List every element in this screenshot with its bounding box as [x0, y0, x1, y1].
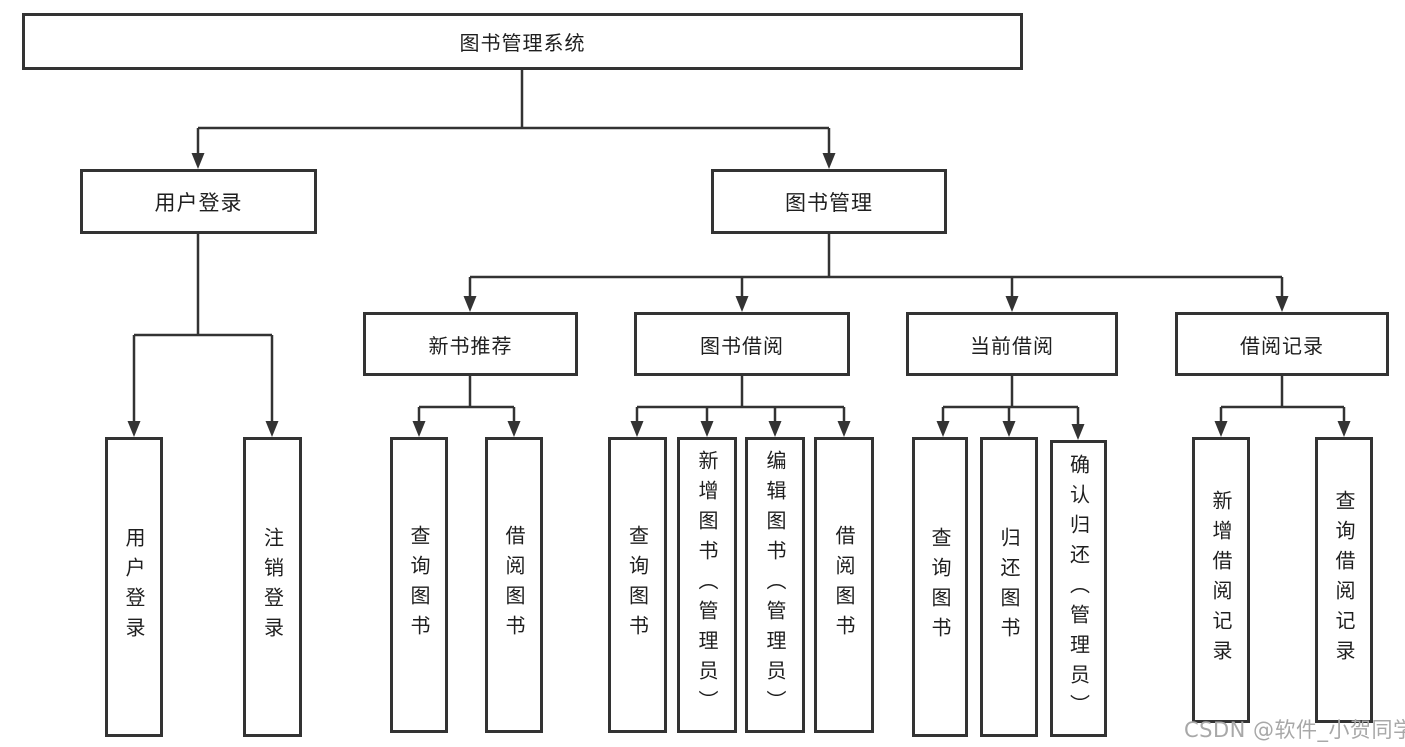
node-label: 当前借阅: [970, 333, 1054, 358]
node-label: 借阅图书: [502, 525, 526, 645]
node-label: 查询借阅记录: [1332, 490, 1356, 670]
node-label: 新增图书（管理员）: [695, 450, 719, 720]
leaf-br-add-record: 新增借阅记录: [1192, 437, 1250, 723]
node-label: 归还图书: [997, 527, 1021, 647]
arrowheads: [127, 153, 1351, 440]
node-label: 借阅记录: [1240, 333, 1324, 358]
connector-paths: [132, 70, 1346, 426]
node-book-borrowing: 图书借阅: [634, 312, 850, 376]
node-label: 查询图书: [928, 527, 952, 647]
leaf-nr-query-books: 查询图书: [390, 437, 448, 733]
leaf-bb-edit-books-admin: 编辑图书（管理员）: [745, 437, 805, 733]
node-label: 用户登录: [154, 190, 243, 215]
node-label: 图书借阅: [700, 333, 784, 358]
leaf-cb-query-books: 查询图书: [912, 437, 968, 737]
leaf-bb-query-books: 查询图书: [608, 437, 667, 733]
leaf-bb-add-books-admin: 新增图书（管理员）: [677, 437, 737, 733]
node-borrowing-records: 借阅记录: [1175, 312, 1389, 376]
node-book-management: 图书管理: [711, 169, 947, 234]
leaf-user-login: 用户登录: [105, 437, 163, 737]
leaf-nr-borrow-books: 借阅图书: [485, 437, 543, 733]
node-label: 图书管理: [785, 190, 873, 215]
node-label: 查询图书: [625, 525, 650, 645]
node-new-book-recommend: 新书推荐: [363, 312, 578, 376]
node-label: 查询图书: [407, 525, 431, 645]
leaf-logout-login: 注销登录: [243, 437, 302, 737]
leaf-bb-borrow-books: 借阅图书: [814, 437, 874, 733]
node-label: 确认归还（管理员）: [1066, 453, 1091, 724]
node-current-borrowing: 当前借阅: [906, 312, 1118, 376]
node-label: 编辑图书（管理员）: [763, 450, 787, 720]
leaf-br-query-record: 查询借阅记录: [1315, 437, 1373, 723]
node-label: 图书管理系统: [459, 31, 586, 55]
csdn-watermark: CSDN @软件_小贺同学: [1184, 718, 1405, 742]
leaf-cb-confirm-return-admin: 确认归还（管理员）: [1050, 440, 1107, 737]
node-label: 注销登录: [260, 527, 285, 647]
node-label: 新书推荐: [428, 333, 513, 358]
node-label: 新增借阅记录: [1209, 490, 1233, 670]
node-label: 用户登录: [122, 527, 146, 647]
node-user-login: 用户登录: [80, 169, 317, 234]
node-library-management-system: 图书管理系统: [22, 13, 1023, 70]
leaf-cb-return-books: 归还图书: [980, 437, 1038, 737]
node-label: 借阅图书: [832, 525, 856, 645]
